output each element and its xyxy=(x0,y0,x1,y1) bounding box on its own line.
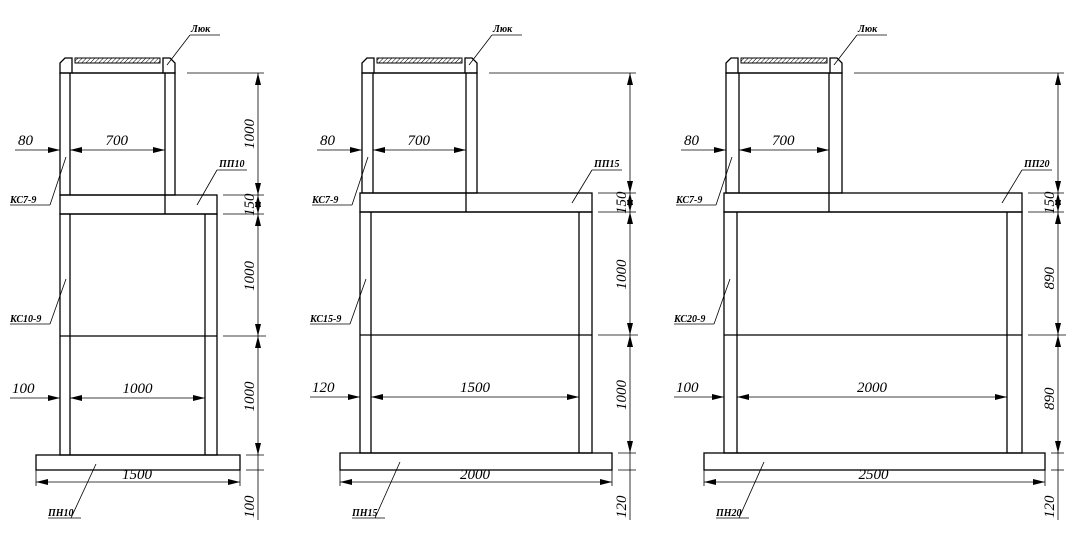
base-label: ПН15 xyxy=(351,508,378,519)
base-slab xyxy=(703,452,1046,471)
hatch-label: Люк xyxy=(190,24,211,35)
dim-well-wall-label: 100 xyxy=(12,381,35,397)
dim-neck-inner-label: 700 xyxy=(408,133,431,149)
leader-slab xyxy=(571,169,593,204)
cover-slab xyxy=(359,192,593,213)
base-slab xyxy=(339,452,613,471)
hatch-cover-icon xyxy=(725,57,843,74)
well-ring-label: КС10-9 xyxy=(9,314,41,325)
dim-slab-height-label: 150 xyxy=(614,191,630,214)
neck-ring-label: КС7-9 xyxy=(675,195,702,206)
base-slab xyxy=(35,454,241,471)
cover-slab xyxy=(59,194,218,215)
leader-well-ring xyxy=(49,278,67,325)
dim-base-width-label: 2000 xyxy=(460,467,491,483)
dim-neck-wall-label: 80 xyxy=(18,133,34,149)
leader-neck-ring xyxy=(715,156,733,206)
dim-neck-inner-label: 700 xyxy=(772,133,795,149)
hatch-cover-icon xyxy=(361,57,478,74)
base-label: ПН20 xyxy=(715,508,742,519)
dim-ring-upper-label: 1000 xyxy=(614,259,630,290)
leader-slab xyxy=(196,169,218,206)
dim-base-height-label: 120 xyxy=(614,495,630,518)
dim-slab-height-label: 150 xyxy=(1042,191,1058,214)
dim-neck-wall-label: 80 xyxy=(684,133,700,149)
leader-base xyxy=(70,463,97,519)
cover-slab xyxy=(723,192,1023,213)
well-rings xyxy=(723,211,1023,454)
dim-well-wall-label: 100 xyxy=(676,380,699,396)
leader-base xyxy=(738,461,765,519)
dim-ring-upper-label: 1000 xyxy=(242,261,258,292)
dim-ring-upper-label: 890 xyxy=(1042,267,1058,290)
dim-base-width-label: 1500 xyxy=(122,467,153,483)
base-label: ПН10 xyxy=(47,508,74,519)
dim-well-inner-label: 1500 xyxy=(460,380,491,396)
slab-label: ПП10 xyxy=(218,159,245,170)
neck-ring-label: КС7-9 xyxy=(311,195,338,206)
dim-ring-lower-label: 1000 xyxy=(242,381,258,412)
dim-slab-height-label: 150 xyxy=(242,193,258,216)
leader-base xyxy=(374,461,401,519)
leader-well-ring xyxy=(713,278,731,325)
leader-neck-ring xyxy=(351,156,369,206)
leader-neck-ring xyxy=(49,156,67,206)
slab-label: ПП15 xyxy=(593,159,620,170)
well-ring-label: КС15-9 xyxy=(309,314,341,325)
dim-base-height-label: 120 xyxy=(1042,495,1058,518)
leader-hatch xyxy=(166,34,191,66)
dim-neck-height-label: 1000 xyxy=(242,119,258,150)
dim-well-inner-label: 1000 xyxy=(123,381,154,397)
hatch-label: Люк xyxy=(492,24,513,35)
leader-well-ring xyxy=(349,278,367,325)
well-rings xyxy=(59,213,218,456)
slab-label: ПП20 xyxy=(1023,159,1050,170)
neck-ring-label: КС7-9 xyxy=(9,195,36,206)
leader-slab xyxy=(1001,169,1023,204)
dim-neck-wall-label: 80 xyxy=(320,133,336,149)
well-ring-label: КС20-9 xyxy=(673,314,705,325)
leader-hatch xyxy=(833,34,858,66)
hatch-label: Люк xyxy=(857,24,878,35)
manhole-drawing-1: 1000 150 1000 1000 100 80 700 100 1000 1500 ЛюкКС7… xyxy=(9,24,266,520)
dim-neck-inner-label: 700 xyxy=(106,133,129,149)
dim-well-wall-label: 120 xyxy=(312,380,335,396)
well-rings xyxy=(359,211,593,454)
leader-hatch xyxy=(468,34,493,66)
dim-ring-lower-label: 890 xyxy=(1042,387,1058,410)
dim-well-inner-label: 2000 xyxy=(857,380,888,396)
hatch-cover-icon xyxy=(59,57,176,74)
dim-base-height-label: 100 xyxy=(242,495,258,518)
dim-base-width-label: 2500 xyxy=(859,467,890,483)
dim-ring-lower-label: 1000 xyxy=(614,380,630,411)
